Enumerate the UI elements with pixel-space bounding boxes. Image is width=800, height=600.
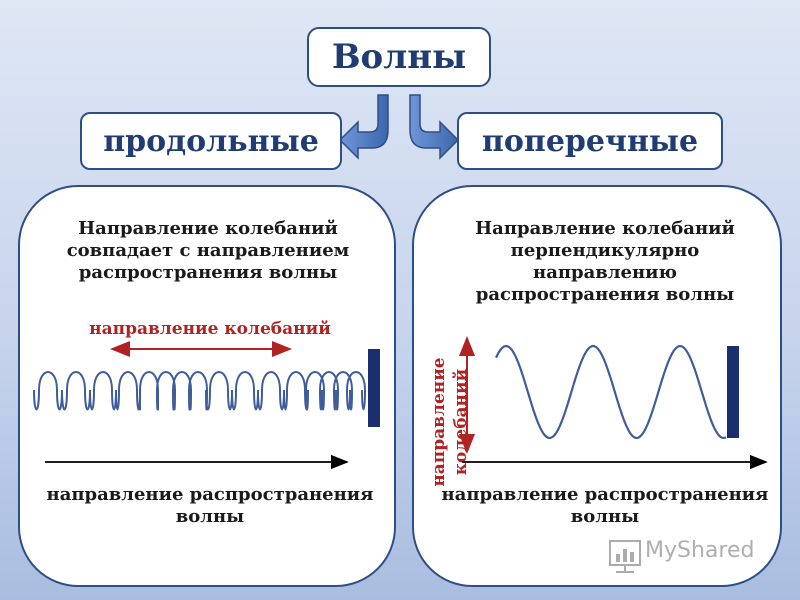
longitudinal-spring — [33, 371, 367, 411]
longitudinal-oscillation-label: направление колебаний — [89, 319, 331, 339]
watermark-text: MyShared — [645, 538, 755, 563]
longitudinal-wall — [368, 349, 380, 427]
right-connector-arrow — [409, 94, 460, 160]
transverse-sine-wave — [495, 344, 727, 440]
longitudinal-box: продольные — [80, 112, 342, 170]
longitudinal-label: продольные — [103, 123, 319, 159]
transverse-wall — [727, 346, 739, 438]
transverse-propagation-label: направление распространения волны — [441, 484, 769, 527]
left-connector-arrow — [338, 94, 389, 160]
watermark-logo — [609, 540, 641, 573]
longitudinal-description: Направление колебаний совпадает с направ… — [66, 218, 350, 283]
title-text: Волны — [331, 37, 467, 77]
longitudinal-propagation-label: направление распространения волны — [46, 484, 374, 527]
transverse-description: Направление колебаний перпендикулярно на… — [475, 218, 735, 305]
transverse-box: поперечные — [457, 112, 723, 170]
transverse-label: поперечные — [481, 123, 699, 159]
title-box: Волны — [307, 27, 491, 87]
